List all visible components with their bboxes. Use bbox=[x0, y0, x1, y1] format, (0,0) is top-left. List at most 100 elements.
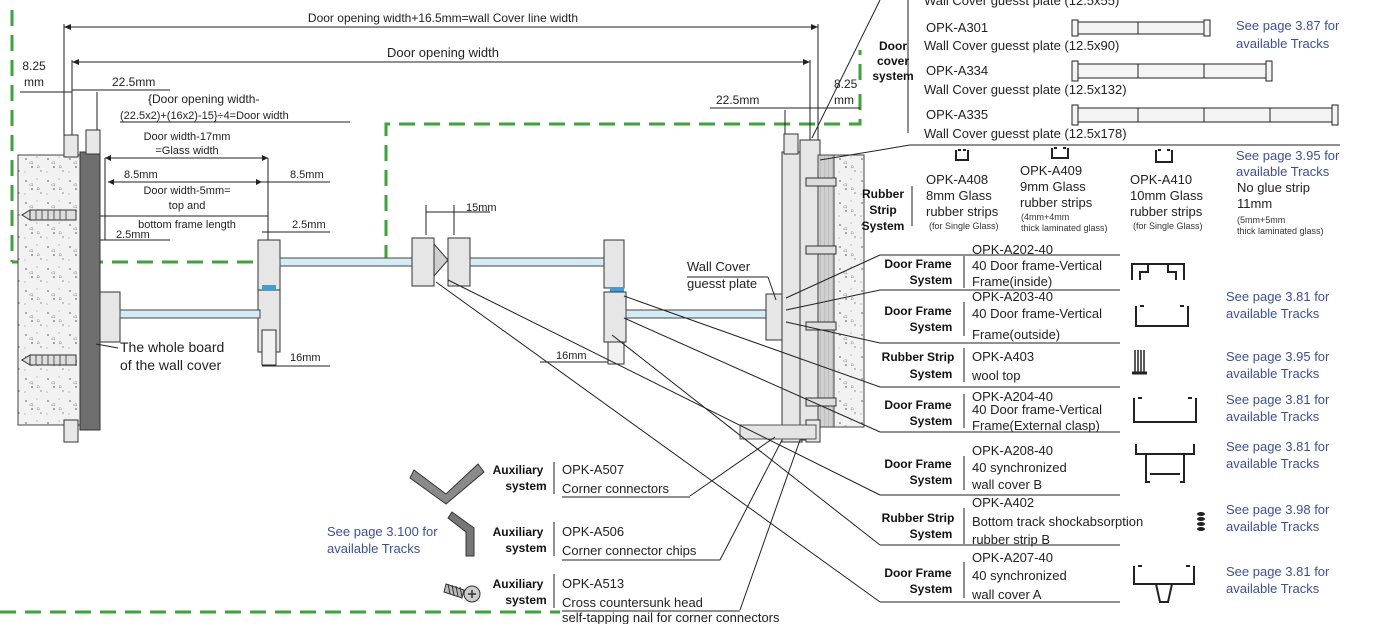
part-code: OPK-A202-40 bbox=[972, 242, 1053, 257]
left-door-panels bbox=[99, 237, 787, 366]
part-code: OPK-A207-40 bbox=[972, 550, 1053, 565]
part-see-2: available Tracks bbox=[1226, 456, 1320, 471]
part-code: OPK-A403 bbox=[972, 349, 1034, 364]
a410-line-2: rubber strips bbox=[1130, 204, 1203, 219]
plate-profile-a301 bbox=[1071, 19, 1211, 37]
part-desc-2: rubber strip B bbox=[972, 532, 1050, 547]
door-cover-system: Door cover system Wall Cover guesst plat… bbox=[872, 0, 1340, 141]
part-system-1: Door Frame bbox=[884, 398, 952, 412]
aux-row-a506: Auxiliary system OPK-A506 Corner connect… bbox=[447, 511, 720, 561]
part-desc-1: 40 Door frame-Vertical bbox=[972, 402, 1102, 417]
part-system-2: System bbox=[910, 367, 953, 381]
frame-length-line-3: bottom frame length bbox=[138, 219, 236, 231]
part-system-2: System bbox=[910, 273, 953, 287]
frame-length-line-1: Door width-5mm= bbox=[143, 185, 230, 197]
part-row-a403: Rubber Strip System OPK-A403 wool top Se… bbox=[882, 348, 1330, 383]
a208-profile-icon bbox=[1135, 444, 1195, 483]
part-desc-1: 40 synchronized bbox=[972, 460, 1067, 475]
a409-line-2: rubber strips bbox=[1020, 195, 1093, 210]
a334-desc: Wall Cover guesst plate (12.5x132) bbox=[924, 82, 1127, 97]
part-system-1: Rubber Strip bbox=[882, 511, 955, 525]
door-cover-system-label-1: Door bbox=[879, 39, 907, 53]
part-code: OPK-A402 bbox=[972, 495, 1034, 510]
aux-see-2: available Tracks bbox=[327, 541, 421, 556]
part-see-1: See page 3.98 for bbox=[1226, 502, 1330, 517]
auxiliary-system: Auxiliary system OPK-A507 Corner connect… bbox=[327, 462, 780, 625]
aux-system-2: system bbox=[505, 593, 546, 607]
part-system-1: Door Frame bbox=[884, 257, 952, 271]
aux-system-1: Auxiliary bbox=[493, 525, 544, 539]
part-system-2: System bbox=[910, 320, 953, 334]
part-desc-2: wall cover A bbox=[971, 587, 1042, 602]
left-8-5-dim: 8.5mm bbox=[124, 169, 158, 181]
rubber-strip-system-label-2: Strip bbox=[869, 203, 896, 217]
wall-cover-plate-label-2: guesst plate bbox=[687, 276, 757, 291]
a408-note: (for Single Glass) bbox=[929, 221, 999, 231]
part-code: OPK-A204-40 bbox=[972, 389, 1053, 404]
a301-code: OPK-A301 bbox=[926, 20, 988, 35]
left-22-5-dim: 22.5mm bbox=[112, 75, 155, 89]
part-see-1: See page 3.95 for bbox=[1226, 349, 1330, 364]
aux-desc: Corner connectors bbox=[562, 481, 669, 496]
rubber-strip-system-label-3: System bbox=[862, 219, 905, 233]
part-desc-1: Bottom track shockabsorption bbox=[972, 514, 1143, 529]
frame-length-line-2: top and bbox=[169, 200, 206, 212]
part-system-2: System bbox=[910, 582, 953, 596]
part-desc-2: Frame(outside) bbox=[972, 327, 1060, 342]
dimension-lines bbox=[20, 24, 860, 367]
part-see-1: See page 3.81 for bbox=[1226, 392, 1330, 407]
aux-code: OPK-A513 bbox=[562, 576, 624, 591]
a334-code: OPK-A334 bbox=[926, 63, 988, 78]
a408-code: OPK-A408 bbox=[926, 172, 988, 187]
a409-line-1: 9mm Glass bbox=[1020, 179, 1086, 194]
right-8-25-unit: mm bbox=[834, 93, 854, 107]
part-code: OPK-A203-40 bbox=[972, 289, 1053, 304]
formula-line-2: (22.5x2)+(16x2)-15}÷4=Door width bbox=[120, 110, 289, 122]
right-8-5-dim: 8.5mm bbox=[290, 169, 324, 181]
door-cover-see-2: available Tracks bbox=[1236, 36, 1330, 51]
part-see-1: See page 3.81 for bbox=[1226, 289, 1330, 304]
part-see-2: available Tracks bbox=[1226, 366, 1320, 381]
right-16-dim: 16mm bbox=[556, 350, 587, 362]
a408-line-2: rubber strips bbox=[926, 204, 999, 219]
part-system-1: Rubber Strip bbox=[882, 350, 955, 364]
part-desc-1: 40 Door frame-Vertical bbox=[972, 258, 1102, 273]
left-wall-screw-bottom bbox=[21, 354, 77, 366]
aux-desc: Corner connector chips bbox=[562, 543, 697, 558]
no-glue-line-3: (5mm+5mm bbox=[1237, 215, 1285, 225]
part-desc-1: 40 synchronized bbox=[972, 568, 1067, 583]
left-16-dim: 16mm bbox=[290, 352, 321, 364]
aux-code: OPK-A507 bbox=[562, 462, 624, 477]
part-desc-2: Frame(inside) bbox=[972, 274, 1052, 289]
part-desc-2: Frame(External clasp) bbox=[972, 418, 1100, 433]
aux-row-a507: Auxiliary system OPK-A507 Corner connect… bbox=[409, 462, 690, 505]
rubber-see-1: See page 3.95 for bbox=[1236, 148, 1340, 163]
aux-row-a513: Auxiliary system OPK-A513 Cross counters… bbox=[443, 574, 780, 625]
cover-line-width-dim: Door opening width+16.5mm=wall Cover lin… bbox=[308, 11, 578, 25]
a410-code: OPK-A410 bbox=[1130, 172, 1192, 187]
left-8-25-unit: mm bbox=[24, 75, 44, 89]
part-system-2: System bbox=[910, 473, 953, 487]
rubber-strip-system-label-1: Rubber bbox=[862, 187, 904, 201]
left-wall-screw-top bbox=[21, 209, 77, 221]
leader-lines bbox=[435, 0, 1340, 611]
dimension-arrows bbox=[64, 24, 818, 185]
aux-system-1: Auxiliary bbox=[493, 577, 544, 591]
part-row-a402: Rubber Strip System OPK-A402 Bottom trac… bbox=[882, 495, 1330, 547]
aux-code: OPK-A506 bbox=[562, 524, 624, 539]
formula-line-1: {Door opening width- bbox=[148, 92, 259, 106]
aux-system-1: Auxiliary bbox=[493, 463, 544, 477]
part-see-1: See page 3.81 for bbox=[1226, 564, 1330, 579]
part-row-a202: Door Frame System OPK-A202-40 40 Door fr… bbox=[884, 242, 1185, 289]
part-see-1: See page 3.81 for bbox=[1226, 439, 1330, 454]
a409-code: OPK-A409 bbox=[1020, 163, 1082, 178]
part-system-1: Door Frame bbox=[884, 457, 952, 471]
part-desc-1: wool top bbox=[971, 368, 1020, 383]
a203-profile-icon bbox=[1135, 305, 1189, 327]
a408-line-1: 8mm Glass bbox=[926, 188, 992, 203]
rubber-strip-system: Rubber Strip System OPK-A408 8mm Glass r… bbox=[862, 147, 1340, 236]
no-glue-line-4: thick laminated glass) bbox=[1237, 226, 1324, 236]
gap-15-dim: 15mm bbox=[466, 202, 497, 214]
part-see-2: available Tracks bbox=[1226, 409, 1320, 424]
wall-cover-plate-label-1: Wall Cover bbox=[687, 259, 751, 274]
